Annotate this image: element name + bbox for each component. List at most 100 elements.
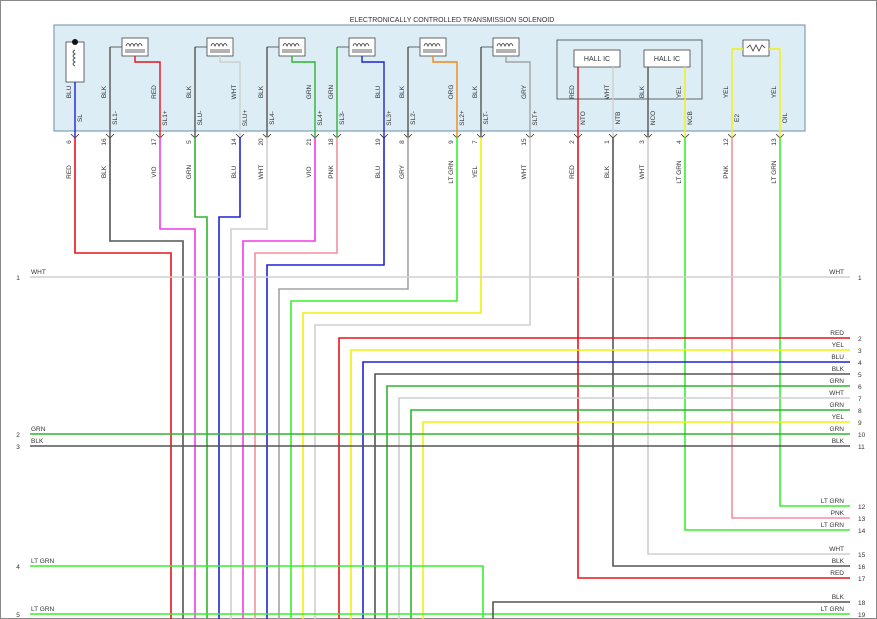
inner-wire xyxy=(134,56,161,137)
inner-wire-label: WHT xyxy=(604,85,611,100)
right-bus-label: LT GRN xyxy=(821,606,845,613)
outer-wire-label: GRY xyxy=(399,164,406,179)
hall-ic-2-label: HALL IC xyxy=(654,56,680,63)
thermistor-icon xyxy=(742,39,770,57)
pin-number-label: 9 xyxy=(448,140,455,144)
thermistor-zigzag xyxy=(746,44,766,52)
harness-wire xyxy=(314,137,531,619)
right-bus-label: GRN xyxy=(830,378,845,385)
solenoid-6-icon xyxy=(492,37,520,57)
pin-number-label: 19 xyxy=(375,138,382,146)
harness-wire xyxy=(374,373,850,619)
solenoid-5-icon xyxy=(419,37,447,57)
pin-number-label: 15 xyxy=(521,138,528,146)
pin-name-label: SL2+ xyxy=(459,110,466,126)
outer-wire-label: PNK xyxy=(723,165,730,179)
solenoid-4-icon xyxy=(348,37,376,57)
pin-name-label: OIL xyxy=(782,112,789,123)
right-bus-number: 9 xyxy=(858,420,862,427)
right-bus-number: 12 xyxy=(858,504,866,511)
inner-wire-label: GRN xyxy=(306,84,313,99)
inner-wire-label: RED xyxy=(151,85,158,99)
pin-number-label: 2 xyxy=(569,140,576,144)
inner-wire xyxy=(769,48,781,137)
pin-name-label: SLT- xyxy=(483,111,490,124)
right-bus-number: 16 xyxy=(858,564,866,571)
harness-wire xyxy=(194,137,208,619)
pin-number-label: 4 xyxy=(676,140,683,144)
pin-name-label: SL1- xyxy=(112,111,119,125)
inner-wire xyxy=(219,56,241,137)
right-bus-label: YEL xyxy=(832,342,845,349)
inner-wire xyxy=(731,48,743,137)
pin-name-label: E2 xyxy=(734,114,741,122)
harness-wire xyxy=(350,349,850,619)
harness-wire xyxy=(398,397,850,619)
pin-number-label: 3 xyxy=(639,140,646,144)
inner-wire-label: BLK xyxy=(639,85,646,98)
outer-wire-label: LT GRN xyxy=(448,160,455,184)
outer-wire-label: YEL xyxy=(472,165,479,178)
harness-wire xyxy=(647,137,850,555)
right-bus-number: 11 xyxy=(858,444,865,451)
left-bus-label: GRN xyxy=(31,426,46,433)
inner-wire-label: YEL xyxy=(676,85,683,98)
right-bus-label: BLK xyxy=(832,366,845,373)
right-bus-number: 13 xyxy=(858,516,866,523)
right-bus-label: RED xyxy=(830,330,844,337)
pin-name-label: SLU+ xyxy=(242,110,249,127)
outer-wire-label: LT GRN xyxy=(771,160,778,184)
right-bus-label: BLU xyxy=(831,354,844,361)
right-bus-number: 3 xyxy=(858,348,862,355)
pin-number-label: 12 xyxy=(723,138,730,146)
pin-number-label: 18 xyxy=(328,138,335,146)
harness-wire xyxy=(74,137,172,619)
right-bus-number: 8 xyxy=(858,408,862,415)
inner-wire-label: WHT xyxy=(231,85,238,100)
right-bus-number: 1 xyxy=(858,275,862,282)
harness-wire xyxy=(278,137,409,619)
right-bus-number: 14 xyxy=(858,528,866,535)
harness-wire xyxy=(410,409,850,619)
pin-number-label: 8 xyxy=(399,140,406,144)
right-bus-label: RED xyxy=(830,570,844,577)
right-bus-number: 5 xyxy=(858,372,862,379)
right-bus-label: LT GRN xyxy=(821,522,845,529)
solenoid-1-icon xyxy=(121,37,149,57)
right-bus-number: 18 xyxy=(858,600,866,607)
inner-wire-label: BLK xyxy=(399,85,406,98)
inner-wire-label: BLK xyxy=(186,85,193,98)
inner-wire-label: YEL xyxy=(771,85,778,98)
right-bus-label: YEL xyxy=(832,414,845,421)
pin-name-label: SL4+ xyxy=(317,110,324,126)
harness-wire xyxy=(242,137,316,619)
harness-wire xyxy=(779,137,850,507)
harness-wire xyxy=(422,421,850,619)
inner-wire-label: BLU xyxy=(66,85,73,98)
right-bus-label: BLK xyxy=(832,594,845,601)
harness-wire xyxy=(254,137,338,619)
inner-wire-label: ORG xyxy=(448,85,455,100)
right-bus-label: PNK xyxy=(831,510,845,517)
right-bus-number: 17 xyxy=(858,576,866,583)
pin-name-label: SL2- xyxy=(410,111,417,125)
solenoid-2-icon xyxy=(206,37,234,57)
left-bus-label: LT GRN xyxy=(31,606,55,613)
pin-number-label: 1 xyxy=(604,140,611,144)
pin-name-label: NTO xyxy=(580,111,587,125)
outer-wire-label: PNK xyxy=(328,165,335,179)
inner-wire xyxy=(505,56,531,137)
pin-number-label: 6 xyxy=(66,140,73,144)
right-bus-label: GRN xyxy=(830,426,845,433)
pin-name-label: SLU- xyxy=(197,111,204,126)
pin-number-label: 13 xyxy=(771,138,778,146)
harness-wire xyxy=(266,137,385,619)
inner-wire xyxy=(432,56,458,137)
hall-ic-1-icon xyxy=(573,49,621,68)
left-bus-number: 2 xyxy=(16,432,20,439)
outer-wire-label: BLK xyxy=(101,165,108,178)
inner-wire-label: RED xyxy=(569,85,576,99)
harness-wire xyxy=(612,137,850,567)
solenoid-3-icon xyxy=(278,37,306,57)
